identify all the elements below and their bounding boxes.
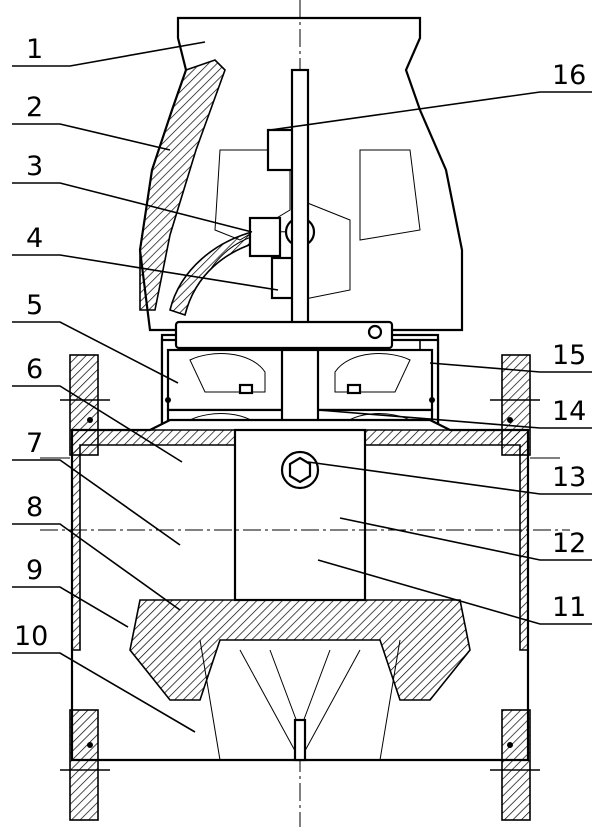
pump-base (70, 418, 530, 762)
label-15: 15 (552, 340, 586, 371)
inlet-flange (60, 354, 110, 821)
label-14: 14 (552, 396, 586, 427)
leader-lines-right (269, 91, 592, 625)
label-12: 12 (552, 528, 586, 559)
label-4: 4 (26, 223, 43, 254)
label-3: 3 (26, 151, 43, 182)
label-8: 8 (26, 492, 43, 523)
label-13: 13 (552, 462, 586, 493)
leader-lines-left (12, 41, 279, 733)
label-10: 10 (14, 621, 48, 652)
label-6: 6 (26, 354, 43, 385)
label-16: 16 (552, 60, 586, 91)
label-9: 9 (26, 555, 43, 586)
outlet-flange (490, 354, 540, 821)
label-11: 11 (552, 592, 586, 623)
label-5: 5 (26, 290, 43, 321)
label-7: 7 (26, 428, 43, 459)
label-2: 2 (26, 92, 43, 123)
label-1: 1 (26, 34, 43, 65)
number-labels: 1 2 3 4 5 6 7 8 9 10 16 15 14 13 12 11 (14, 34, 586, 652)
